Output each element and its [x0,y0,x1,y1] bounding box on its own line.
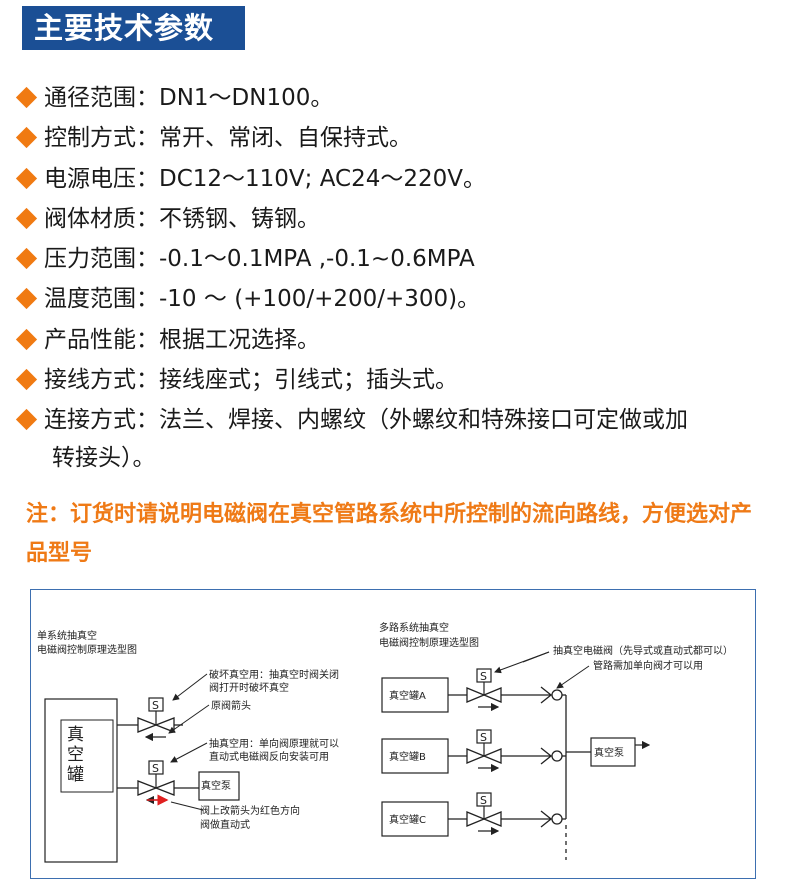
right-vacuum-pump-box [590,737,636,767]
vent-valve-icon: S [117,697,183,742]
vacuum-pump-box [198,771,240,801]
diamond-bullet-icon [15,328,38,350]
red-arrow-note-1: 阀上改箭头为红色方向 [200,804,300,817]
evac-note-1: 抽真空用：单向阀原理就可以 [209,737,339,750]
break-vacuum-note-1: 破坏真空用：抽真空时阀关闭 [209,668,339,681]
diamond-bullet-icon [15,207,38,229]
vacuum-pump-label: 真空泵 [201,779,231,792]
param-text: 通径范围：DN1～DN100。 [44,85,334,111]
tank-a-valve-icon: S [448,668,527,712]
solenoid-s-label: S [152,762,159,775]
diamond-bullet-icon [15,368,38,391]
right-title-line1: 多路系统抽真空 [379,621,449,634]
tank-c-label: 真空罐C [389,813,426,826]
param-text: 接线方式：接线座式；引线式；插头式。 [44,367,458,394]
param-text: 温度范围：-10 ～ (+100/+200/+300)。 [44,286,481,313]
section-title: 主要技术参数 [22,6,245,50]
vacuum-tank-outer [44,698,118,863]
tank-c-check-valve-icon [527,810,566,828]
check-valve-note: 管路需加单向阀才可以用 [593,659,703,672]
tank-a-check-valve-icon [527,686,566,704]
param-connection: 连接方式：法兰、焊接、内螺纹（外螺纹和特殊接口可定做或加转接头）。 [15,400,778,477]
diamond-bullet-icon [15,248,38,270]
param-text: 连接方式：法兰、焊接、内螺纹（外螺纹和特殊接口可定做或加 [44,407,688,434]
break-vacuum-note-2: 阀打开时破坏真空 [209,681,289,694]
selection-diagram: 单系统抽真空 电磁阀控制原理选型图 真 空 罐 S S [30,589,756,879]
solenoid-s-label: S [152,699,159,712]
param-control-mode: 控制方式：常开、常闭、自保持式。 [15,118,778,158]
left-title-line1: 单系统抽真空 [37,629,97,642]
tank-char-1: 真 [67,725,84,745]
evac-valve-note: 抽真空电磁阀（先导式或直动式都可以） [553,644,733,657]
param-wiring: 接线方式：接线座式；引线式；插头式。 [15,360,778,400]
parameter-list: 通径范围：DN1～DN100。 控制方式：常开、常闭、自保持式。 电源电压：DC… [15,78,778,477]
diamond-bullet-icon [15,288,38,310]
diamond-bullet-icon [15,127,38,149]
left-title-line2: 电磁阀控制原理选型图 [37,643,137,656]
diagram-svg: 单系统抽真空 电磁阀控制原理选型图 真 空 罐 S S [37,621,733,863]
tank-char-3: 罐 [67,765,84,785]
tank-a-label: 真空罐A [389,689,426,702]
evac-note-2: 直动式电磁阀反向安装可用 [209,750,329,763]
param-text-continued: 转接头）。 [52,445,156,472]
red-arrow-note-2: 阀做直动式 [200,818,250,831]
tank-b-label: 真空罐B [389,750,426,763]
param-text: 压力范围：-0.1～0.1MPA ,-0.1~0.6MPA [44,246,475,273]
solenoid-s-label: S [480,731,487,744]
param-text: 产品性能：根据工况选择。 [44,326,320,353]
param-body-material: 阀体材质：不锈钢、铸钢。 [15,199,778,239]
vacuum-tank-label-box [60,719,114,793]
tank-b-valve-icon: S [448,729,527,773]
param-temperature-range: 温度范围：-10 ～ (+100/+200/+300)。 [15,279,778,319]
right-title-line2: 电磁阀控制原理选型图 [379,636,479,649]
tank-char-2: 空 [67,745,84,765]
evac-valve-icon: S [117,760,199,806]
param-text: 电源电压：DC12～110V; AC24～220V。 [44,165,487,192]
param-power-voltage: 电源电压：DC12～110V; AC24～220V。 [15,159,778,199]
order-note: 注：订货时请说明电磁阀在真空管路系统中所控制的流向路线，方便选对产品型号 [26,502,753,566]
tank-c-valve-icon: S [448,792,527,836]
solenoid-s-label: S [480,794,487,807]
solenoid-s-label: S [480,670,487,683]
param-text: 阀体材质：不锈钢、铸钢。 [44,205,320,232]
diamond-bullet-icon [15,409,38,431]
tank-b-check-valve-icon [527,747,566,765]
orig-arrow-note: 原阀箭头 [211,699,251,712]
param-text: 控制方式：常开、常闭、自保持式。 [44,125,412,152]
right-vacuum-pump-label: 真空泵 [594,746,624,759]
param-bore-range: 通径范围：DN1～DN100。 [15,78,778,118]
diamond-bullet-icon [15,167,38,189]
param-performance: 产品性能：根据工况选择。 [15,320,778,360]
param-pressure-range: 压力范围：-0.1～0.1MPA ,-0.1~0.6MPA [15,239,778,279]
diamond-bullet-icon [15,86,38,109]
